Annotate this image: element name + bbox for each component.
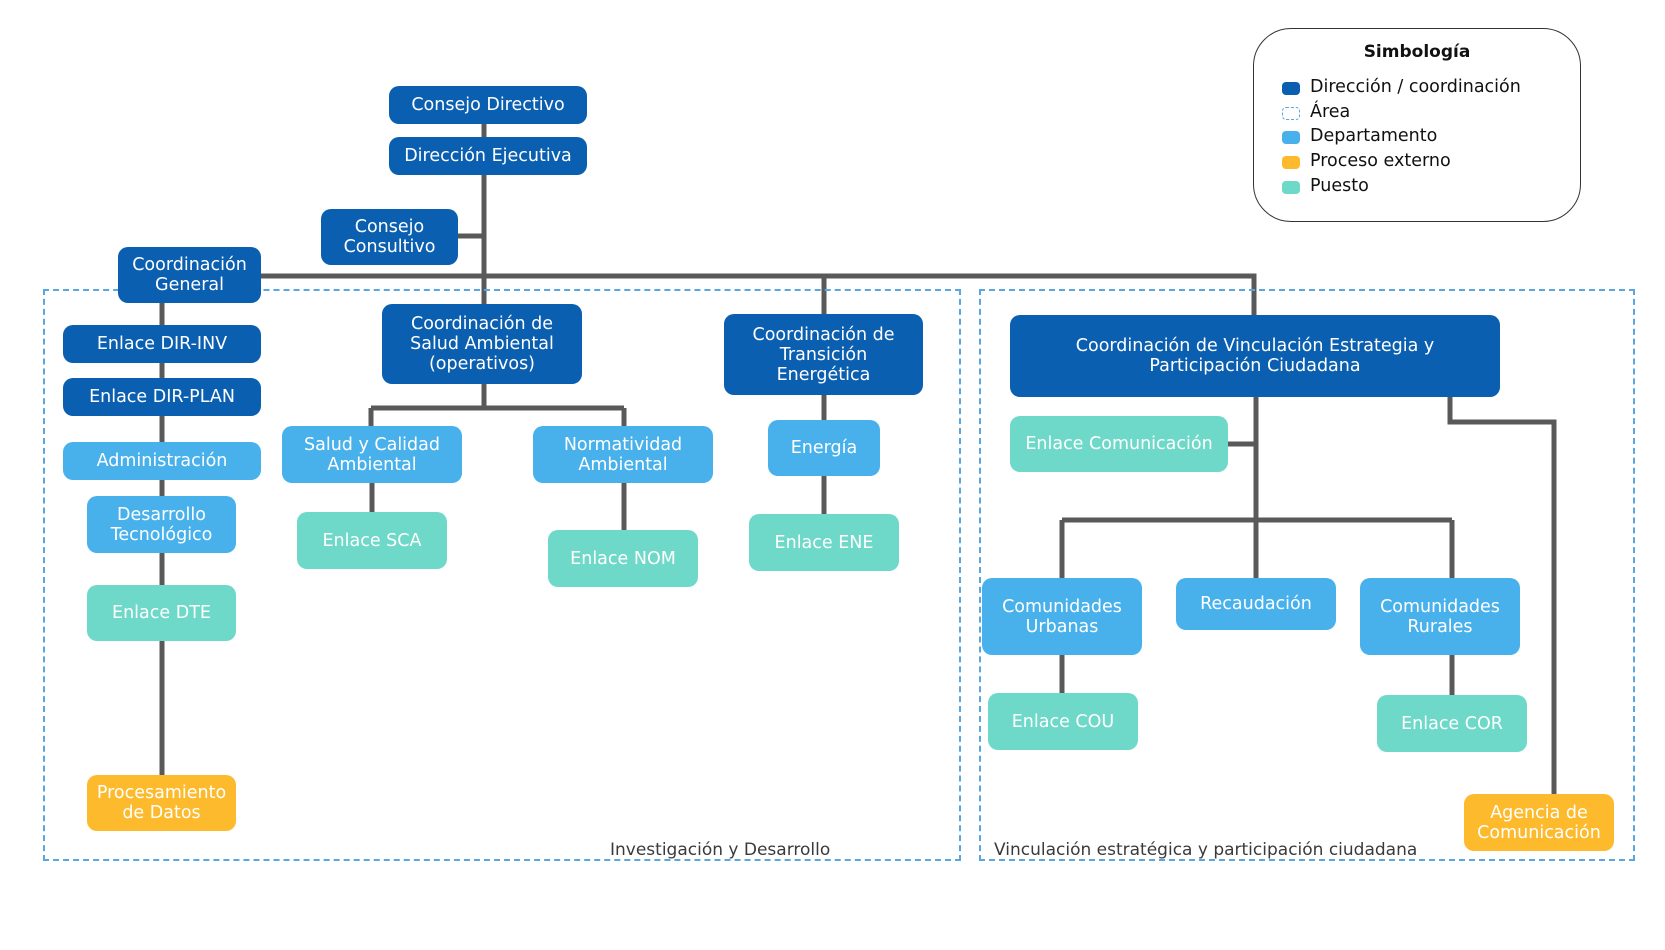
legend-label-proceso-externo: Proceso externo <box>1310 151 1451 171</box>
node-enlace-dir-plan: Enlace DIR-PLAN <box>63 378 261 416</box>
node-administracion: Administración <box>63 442 261 480</box>
legend-swatch-departamento <box>1282 131 1300 144</box>
node-enlace-ene: Enlace ENE <box>749 514 899 571</box>
node-consejo-consultivo: Consejo Consultivo <box>321 209 458 265</box>
node-enlace-nom: Enlace NOM <box>548 530 698 587</box>
node-direccion-ejecutiva: Dirección Ejecutiva <box>389 137 587 175</box>
legend-label-puesto: Puesto <box>1310 176 1369 196</box>
node-coordinacion-general: Coordinación General <box>118 247 261 303</box>
area-label-vinculacion: Vinculación estratégica y participación … <box>994 840 1418 860</box>
node-recaudacion: Recaudación <box>1176 578 1336 630</box>
area-label-investigacion: Investigación y Desarrollo <box>610 840 831 860</box>
node-normatividad-ambiental: Normatividad Ambiental <box>533 426 713 483</box>
area-investigacion-desarrollo <box>43 289 961 861</box>
edge-salud-split <box>368 380 627 428</box>
node-enlace-sca: Enlace SCA <box>297 512 447 569</box>
legend-box: Simbología Dirección / coordinación Área… <box>1253 28 1581 222</box>
node-enlace-dte: Enlace DTE <box>87 585 236 641</box>
legend-swatch-area <box>1282 107 1300 120</box>
node-energia: Energía <box>768 420 880 476</box>
node-enlace-cou: Enlace COU <box>988 693 1138 750</box>
node-coord-transicion-energetica: Coordinación de Transición Energética <box>724 314 923 395</box>
node-desarrollo-tecnologico: Desarrollo Tecnológico <box>87 496 236 553</box>
node-enlace-cor: Enlace COR <box>1377 695 1527 752</box>
node-consejo-directivo: Consejo Directivo <box>389 86 587 124</box>
legend-swatch-direccion <box>1282 82 1300 95</box>
area-vinculacion <box>979 289 1635 861</box>
node-comunidades-urbanas: Comunidades Urbanas <box>982 578 1142 655</box>
node-procesamiento-datos: Procesamiento de Datos <box>87 775 236 831</box>
legend-label-direccion: Dirección / coordinación <box>1310 77 1521 97</box>
node-enlace-comunicacion: Enlace Comunicación <box>1010 416 1228 472</box>
edge-agencia <box>1447 396 1557 794</box>
legend-label-departamento: Departamento <box>1310 126 1438 146</box>
node-salud-calidad-ambiental: Salud y Calidad Ambiental <box>282 426 462 483</box>
node-coord-vinculacion: Coordinación de Vinculación Estrategia y… <box>1010 315 1500 397</box>
node-coord-salud-ambiental: Coordinación de Salud Ambiental (operati… <box>382 304 582 384</box>
legend-title: Simbología <box>1363 42 1471 62</box>
node-enlace-dir-inv: Enlace DIR-INV <box>63 325 261 363</box>
node-comunidades-rurales: Comunidades Rurales <box>1360 578 1520 655</box>
node-agencia-comunicacion: Agencia de Comunicación <box>1464 794 1614 851</box>
legend-swatch-puesto <box>1282 181 1300 194</box>
edge-main-bar <box>260 273 1257 318</box>
edge-vinculacion-split <box>1059 517 1455 580</box>
legend-label-area: Área <box>1310 102 1351 122</box>
legend-swatch-proceso-externo <box>1282 156 1300 169</box>
